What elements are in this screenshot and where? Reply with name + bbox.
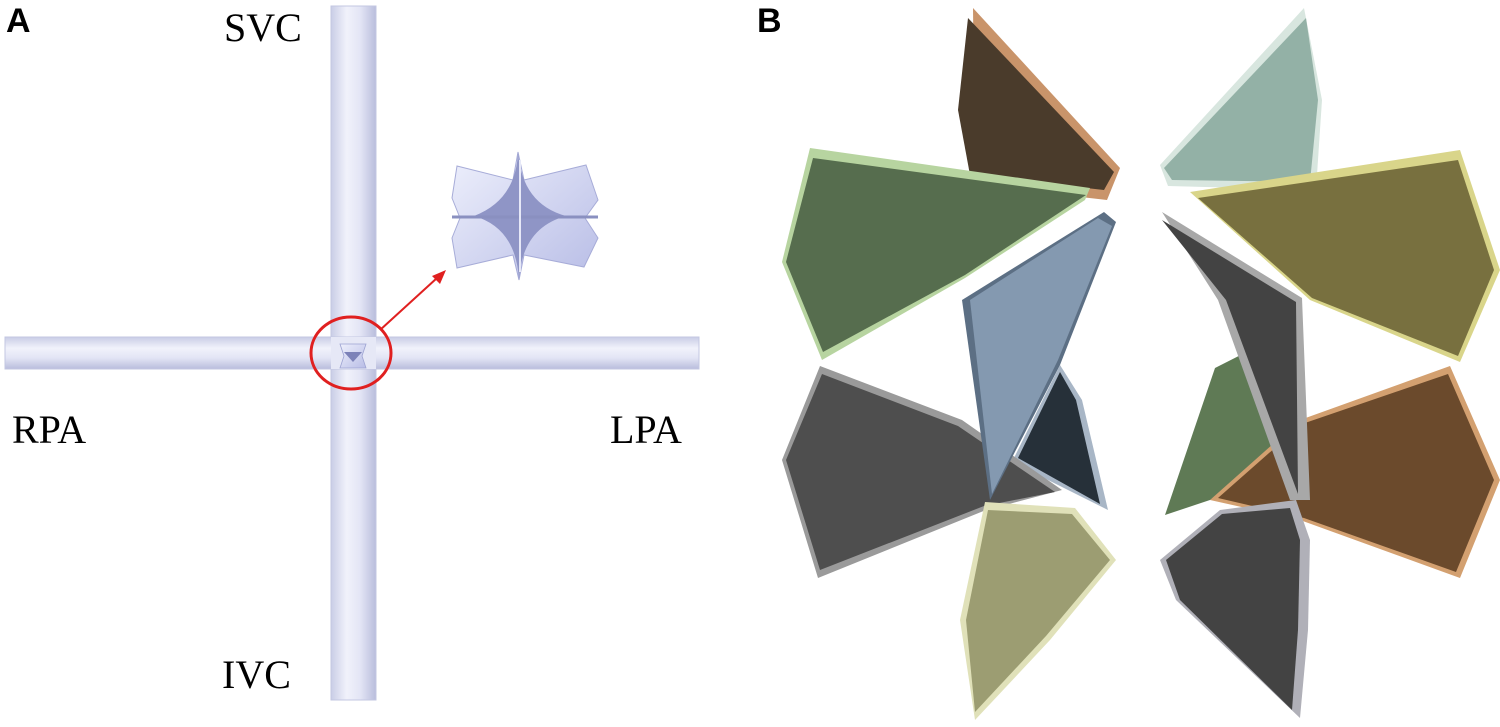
device-leaflets-diagram [782,8,1500,720]
leaflet-upper-right [1190,150,1500,362]
label-rpa: RPA [12,407,87,452]
device-enlarged [451,151,599,281]
vessel-junction-diagram [4,5,700,701]
leaflet-lower-left [782,366,1062,578]
leaflet-top-right [1160,8,1322,190]
zoom-arrow [379,277,438,331]
leaflet-upper-left [782,148,1090,360]
leaflet-center-right [1162,212,1310,500]
leaflet-bottom-left [960,502,1116,720]
leaflet-lower-right [1210,366,1500,578]
label-ivc: IVC [222,652,291,697]
label-lpa: LPA [610,407,682,452]
panel-label-a: A [6,2,31,40]
device-small [339,343,367,369]
label-svc: SVC [224,5,302,50]
leaflet-top-left [958,8,1120,200]
leaflet-bottom-right [1160,500,1310,718]
highlight-circle [309,315,393,391]
panel-label-b: B [757,2,782,40]
leaflet-center-left [962,212,1116,500]
